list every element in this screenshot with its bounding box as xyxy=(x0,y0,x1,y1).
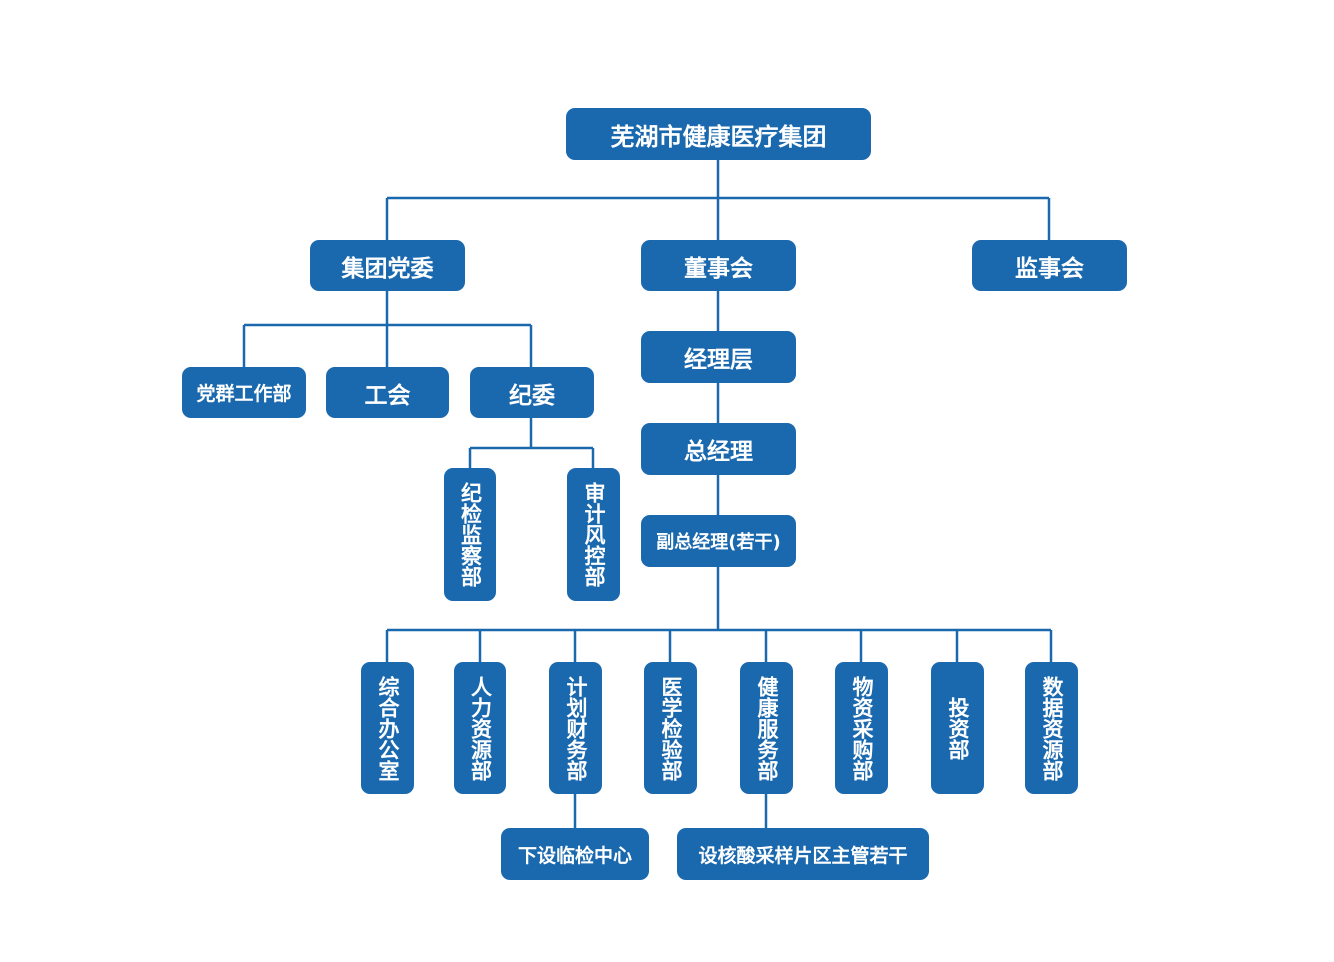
node-audit-risk-dept[interactable]: 审计风控部 xyxy=(567,468,620,601)
node-party-work-dept[interactable]: 党群工作部 xyxy=(182,367,306,418)
node-data-resources-dept[interactable]: 数据资源部 xyxy=(1025,662,1078,794)
node-supervisors[interactable]: 监事会 xyxy=(972,240,1127,291)
node-nucleic-sampling-managers[interactable]: 设核酸采样片区主管若干 xyxy=(677,828,929,880)
node-union[interactable]: 工会 xyxy=(326,367,449,418)
node-health-services-dept[interactable]: 健康服务部 xyxy=(740,662,793,794)
node-testing-center[interactable]: 下设临检中心 xyxy=(501,828,649,880)
node-deputy-general-manager[interactable]: 副总经理(若干) xyxy=(641,515,796,567)
node-general-office[interactable]: 综合办公室 xyxy=(361,662,414,794)
node-hr-dept[interactable]: 人力资源部 xyxy=(454,662,506,794)
node-general-manager[interactable]: 总经理 xyxy=(641,423,796,475)
node-management[interactable]: 经理层 xyxy=(641,331,796,383)
node-investment-dept[interactable]: 投资部 xyxy=(931,662,984,794)
node-discipline-committee[interactable]: 纪委 xyxy=(470,367,594,418)
node-finance-dept[interactable]: 计划财务部 xyxy=(549,662,602,794)
node-procurement-dept[interactable]: 物资采购部 xyxy=(835,662,888,794)
node-discipline-inspection-dept[interactable]: 纪检监察部 xyxy=(444,468,496,601)
node-root[interactable]: 芜湖市健康医疗集团 xyxy=(566,108,871,160)
node-party-committee[interactable]: 集团党委 xyxy=(310,240,465,291)
node-board[interactable]: 董事会 xyxy=(641,240,796,291)
node-lab-dept[interactable]: 医学检验部 xyxy=(644,662,697,794)
